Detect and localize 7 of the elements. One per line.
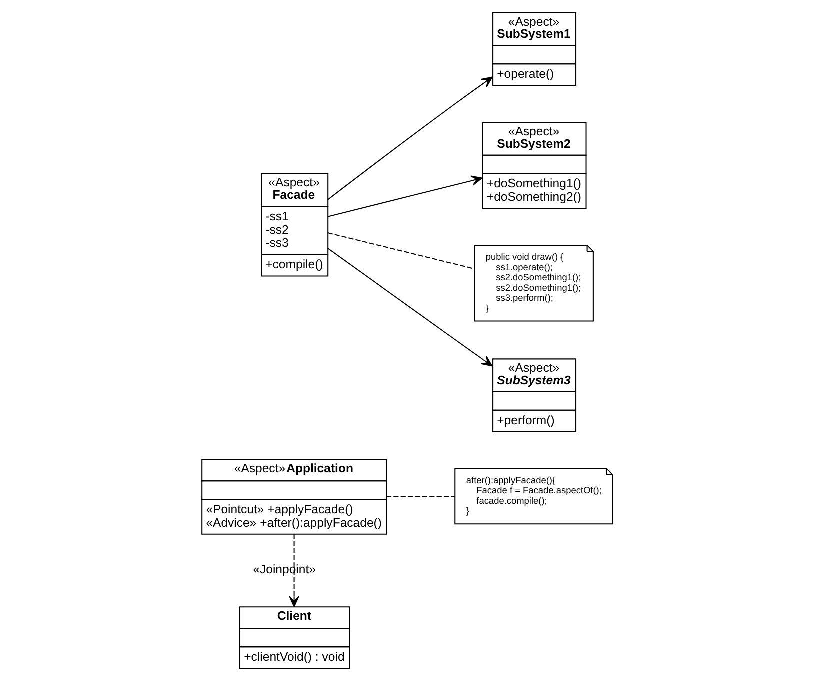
connector [386, 496, 454, 497]
arrow [327, 76, 492, 200]
arrow [326, 248, 492, 367]
connector [327, 232, 474, 270]
arrow [327, 176, 482, 218]
arrow [288, 534, 299, 608]
edge-label: «Joinpoint» [252, 562, 316, 577]
